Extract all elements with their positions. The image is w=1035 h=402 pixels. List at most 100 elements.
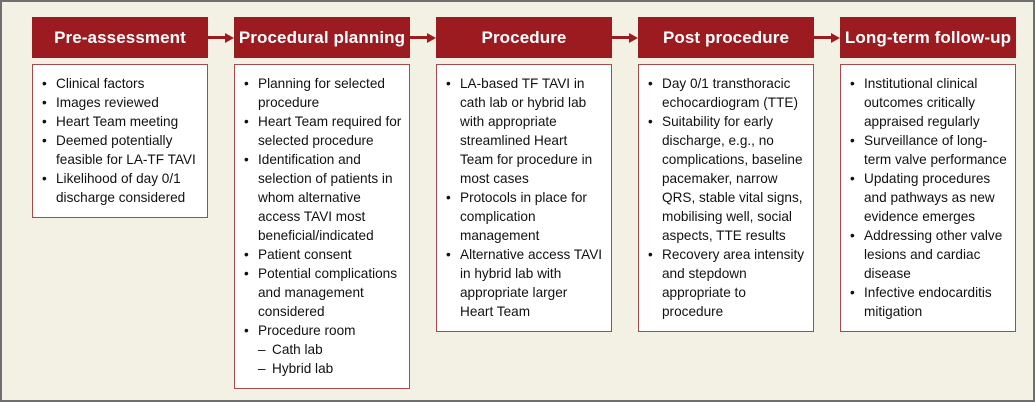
list-item: • Likelihood of day 0/1 discharge conside… bbox=[42, 169, 200, 207]
arrow-head bbox=[629, 32, 638, 43]
bullet-icon: • bbox=[850, 285, 855, 300]
list-item-text: Protocols in place for complication mana… bbox=[460, 190, 587, 243]
stage-header: Procedural planning bbox=[234, 17, 410, 58]
list-item: •Institutional clinical outcomes critica… bbox=[850, 74, 1008, 131]
bullet-icon: • bbox=[850, 171, 855, 186]
arrow-shaft bbox=[208, 36, 225, 39]
stage-content-box: • Planning for selected procedure • Heart … bbox=[234, 64, 410, 389]
list-item-text: Deemed potentially feasible for LA-TF TA… bbox=[56, 133, 196, 167]
list-item: • Surveillance of long-term valve perform… bbox=[850, 131, 1008, 169]
stage-title: Procedural planning bbox=[238, 27, 406, 47]
list-item-text: Potential complications and management c… bbox=[258, 266, 398, 319]
stage-pre-assessment: Pre-assessment • Clinical factors • Images… bbox=[32, 17, 208, 218]
list-item: • Suitability for early discharge, e.g., … bbox=[648, 112, 806, 245]
dash-icon: – bbox=[258, 342, 266, 357]
bullet-icon: • bbox=[648, 247, 653, 262]
arrow-shaft bbox=[814, 36, 831, 39]
list-item: • Heart Team required for selected proced… bbox=[244, 112, 402, 150]
bullet-icon: • bbox=[648, 76, 653, 91]
list-item-text: Hybrid lab bbox=[272, 361, 334, 376]
list-item-text: Identification and selection of patients… bbox=[258, 152, 393, 243]
stage-content-box: •Institutional clinical outcomes critica… bbox=[840, 64, 1016, 332]
stage-title: Post procedure bbox=[662, 27, 790, 47]
bullet-icon: • bbox=[244, 114, 249, 129]
bullet-icon: • bbox=[446, 76, 451, 91]
list-item: • LA-based TF TAVI in cath lab or hybrid … bbox=[446, 74, 604, 188]
list-item-text: Patient consent bbox=[258, 247, 352, 262]
arrow-right-icon bbox=[612, 17, 638, 58]
bullet-icon: • bbox=[244, 76, 249, 91]
bullet-icon: • bbox=[850, 133, 855, 148]
list-item-text: Clinical factors bbox=[56, 76, 145, 91]
list-item: • Images reviewed bbox=[42, 93, 200, 112]
stage-content-box: • Day 0/1 transthoracic echocardiogram (T… bbox=[638, 64, 814, 332]
stage-post-procedure: Post procedure • Day 0/1 transthoracic ec… bbox=[638, 17, 814, 332]
arrow-right-icon bbox=[208, 17, 234, 58]
bullet-icon: • bbox=[850, 76, 855, 91]
list-item-text: Day 0/1 transthoracic echocardiogram (TT… bbox=[662, 76, 798, 110]
stage-content-box: • LA-based TF TAVI in cath lab or hybrid … bbox=[436, 64, 612, 332]
stage-long-term-follow-up: Long-term follow-up •Institutional clini… bbox=[840, 17, 1016, 332]
list-item-text: Images reviewed bbox=[56, 95, 159, 110]
bullet-icon: • bbox=[446, 247, 451, 262]
list-item: • Protocols in place for complication man… bbox=[446, 188, 604, 245]
list-item: • Identification and selection of patient… bbox=[244, 150, 402, 245]
list-item-text: Heart Team meeting bbox=[56, 114, 179, 129]
bullet-icon: • bbox=[244, 247, 249, 262]
arrow-shaft bbox=[612, 36, 629, 39]
list-item: • Heart Team meeting bbox=[42, 112, 200, 131]
list-item: •Procedure room bbox=[244, 321, 402, 340]
list-item-text: Heart Team required for selected procedu… bbox=[258, 114, 402, 148]
bullet-icon: • bbox=[244, 266, 249, 281]
bullet-icon: • bbox=[850, 228, 855, 243]
list-item-text: Updating procedures and pathways as new … bbox=[864, 171, 995, 224]
stage-header: Procedure bbox=[436, 17, 612, 58]
bullet-icon: • bbox=[42, 171, 47, 186]
list-item: • Planning for selected procedure bbox=[244, 74, 402, 112]
list-item-text: Likelihood of day 0/1 discharge consider… bbox=[56, 171, 186, 205]
list-item: • Addressing other valve lesions and card… bbox=[850, 226, 1008, 283]
bullet-icon: • bbox=[42, 114, 47, 129]
bullet-icon: • bbox=[446, 190, 451, 205]
bullet-icon: • bbox=[648, 114, 653, 129]
dash-icon: – bbox=[258, 361, 266, 376]
list-item-text: Cath lab bbox=[272, 342, 323, 357]
stage-procedural-planning: Procedural planning • Planning for select… bbox=[234, 17, 410, 389]
stage-content-box: • Clinical factors • Images reviewed • Hear… bbox=[32, 64, 208, 218]
arrow-shaft bbox=[410, 36, 427, 39]
stage-title: Procedure bbox=[481, 27, 567, 47]
bullet-icon: • bbox=[42, 133, 47, 148]
list-item-text: Alternative access TAVI in hybrid lab wi… bbox=[460, 247, 603, 319]
arrow-head bbox=[831, 32, 840, 43]
list-item: • Patient consent bbox=[244, 245, 402, 264]
list-item-text: Infective endocarditis mitigation bbox=[864, 285, 992, 319]
list-item-text: Surveillance of long-term valve performa… bbox=[864, 133, 1007, 167]
list-item: • Alternative access TAVI in hybrid lab w… bbox=[446, 245, 604, 321]
list-item-text: Addressing other valve lesions and cardi… bbox=[864, 228, 1003, 281]
list-item-text: Planning for selected procedure bbox=[258, 76, 385, 110]
list-item-text: Recovery area intensity and stepdown app… bbox=[662, 247, 805, 319]
stage-title: Long-term follow-up bbox=[844, 27, 1012, 47]
arrow-right-icon bbox=[814, 17, 840, 58]
list-item: • Updating procedures and pathways as new… bbox=[850, 169, 1008, 226]
list-item-text: Suitability for early discharge, e.g., n… bbox=[662, 114, 803, 243]
stage-title: Pre-assessment bbox=[54, 27, 186, 47]
bullet-icon: • bbox=[244, 152, 249, 167]
list-item-text: LA-based TF TAVI in cath lab or hybrid l… bbox=[460, 76, 593, 186]
arrow-right-icon bbox=[410, 17, 436, 58]
stage-header: Post procedure bbox=[638, 17, 814, 58]
list-subitem: –Cath lab bbox=[244, 340, 402, 359]
bullet-icon: • bbox=[42, 95, 47, 110]
list-subitem: –Hybrid lab bbox=[244, 359, 402, 378]
list-item: • Recovery area intensity and stepdown ap… bbox=[648, 245, 806, 321]
stage-header: Pre-assessment bbox=[32, 17, 208, 58]
list-item: • Potential complications and management … bbox=[244, 264, 402, 321]
bullet-icon: • bbox=[244, 323, 249, 338]
bullet-icon: • bbox=[42, 76, 47, 91]
stage-procedure: Procedure • LA-based TF TAVI in cath lab … bbox=[436, 17, 612, 332]
arrow-head bbox=[225, 32, 234, 43]
list-item: • Day 0/1 transthoracic echocardiogram (T… bbox=[648, 74, 806, 112]
list-item: • Clinical factors bbox=[42, 74, 200, 93]
list-item: • Deemed potentially feasible for LA-TF T… bbox=[42, 131, 200, 169]
